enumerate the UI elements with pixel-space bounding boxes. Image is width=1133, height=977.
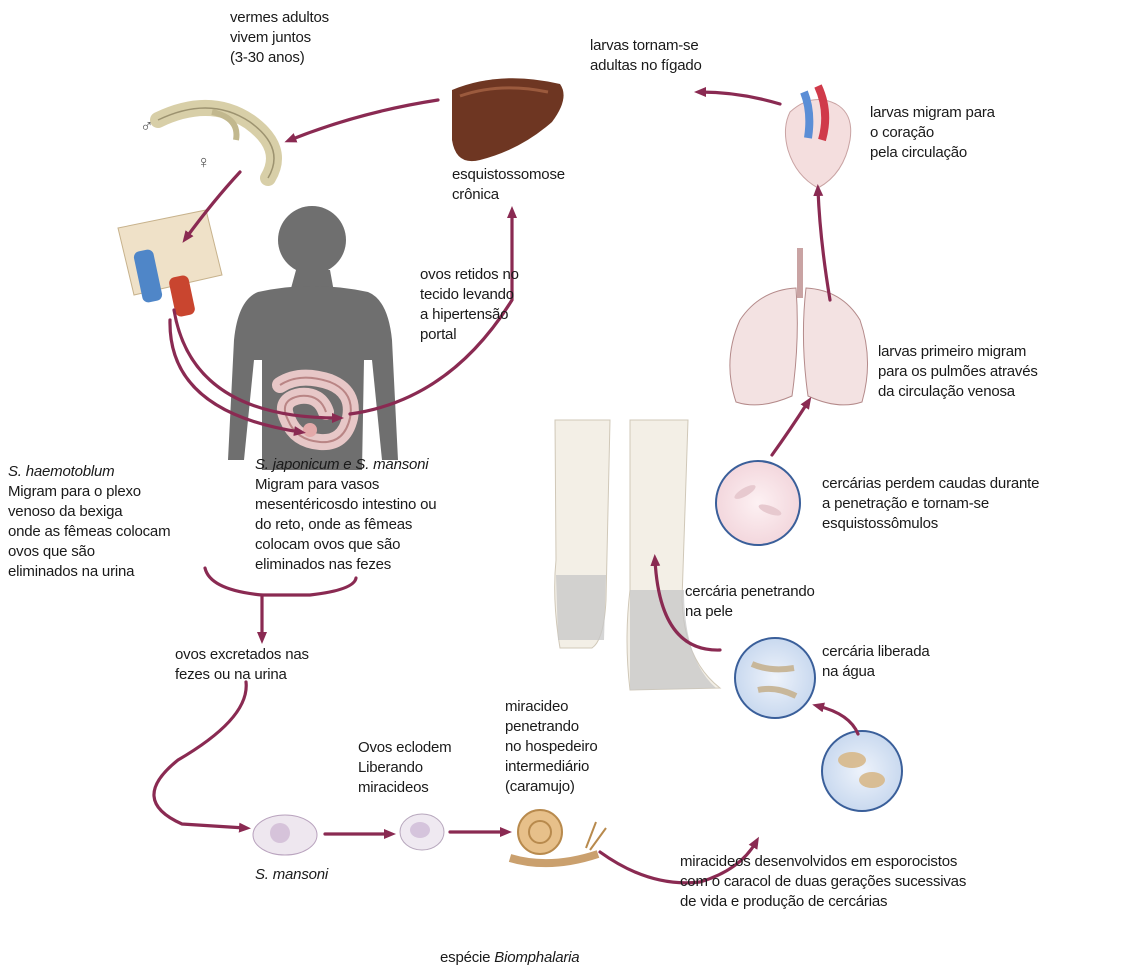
label-cercaria-penetrating: cercária penetrando na pele [685, 582, 815, 622]
label-species: espécie Biomphalaria [440, 948, 579, 968]
miracidium-icon [400, 814, 444, 850]
label-larvae-liver: larvas tornam-se adultas no fígado [590, 36, 702, 76]
label-miracidia-develop: miracideos desenvolvidos em esporocistos… [680, 852, 966, 912]
species-name: Biomphalaria [494, 949, 579, 966]
liver-icon [452, 78, 564, 161]
snail-icon [510, 810, 606, 863]
label-miracidium-penetrating: miracideo penetrando no hospedeiro inter… [505, 697, 597, 797]
arrow-sporocyst-to-cercaria [818, 706, 858, 734]
male-symbol: ♂ [140, 116, 153, 136]
label-cercaria-released: cercária liberada na água [822, 642, 930, 682]
legs-icon [555, 420, 720, 690]
label-eggs-excreted: ovos excretados nas fezes ou na urina [175, 645, 309, 685]
arrow-lungs-to-heart [818, 190, 830, 300]
schistosomula-bubble-icon [716, 461, 800, 545]
arrow-excreted-to-eggs [154, 682, 246, 828]
label-larvae-lungs: larvas primeiro migram para os pulmões a… [878, 342, 1038, 402]
lungs-icon [730, 248, 868, 405]
label-chronic: esquistossomose crônica [452, 165, 565, 205]
label-cercariae-lose-tails: cercárias perdem caudas durante a penetr… [822, 474, 1039, 534]
label-japonicum-text: Migram para vasos mesentéricosdo intesti… [255, 475, 436, 575]
female-symbol: ♀ [197, 152, 210, 172]
heart-icon [785, 86, 850, 188]
cercaria-bubble-icon [735, 638, 815, 718]
adult-worms-icon [158, 108, 274, 178]
label-eggs-hatch: Ovos eclodem Liberando miracideos [358, 738, 451, 798]
label-eggs-retained: ovos retidos no tecido levando a hiperte… [420, 265, 519, 345]
label-adult-worms: vermes adultos vivem juntos (3-30 anos) [230, 8, 329, 68]
label-haematobium-text: Migram para o plexo venoso da bexiga ond… [8, 482, 170, 582]
label-s-mansoni: S. mansoni [255, 865, 328, 885]
sporocyst-bubble-icon [822, 731, 902, 811]
species-prefix: espécie [440, 949, 494, 966]
arrow-skin-to-lungs [772, 402, 808, 455]
arrow-liver-to-worms [290, 100, 438, 140]
arrow-worms-to-vessels [186, 172, 240, 238]
label-japonicum-name: S. japonicum e S. mansoni [255, 455, 428, 475]
arrow-heart-to-liver [700, 92, 780, 104]
label-haematobium-name: S. haemotoblum [8, 462, 114, 482]
blood-vessel-icon [118, 210, 222, 318]
label-larvae-heart: larvas migram para o coração pela circul… [870, 103, 995, 163]
egg-icon [253, 815, 317, 855]
